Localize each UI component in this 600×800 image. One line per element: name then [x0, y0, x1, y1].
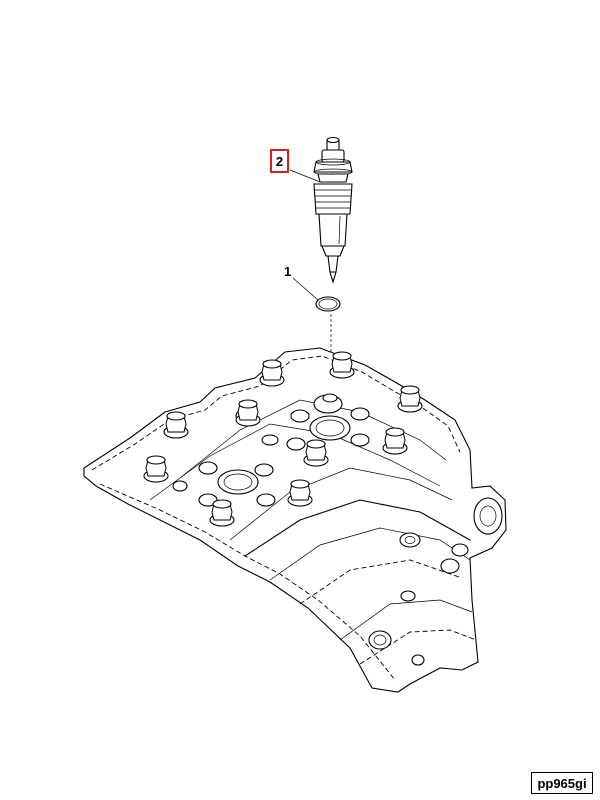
callout-2-leader [289, 169, 321, 183]
injector-bore [322, 393, 338, 403]
cylinder-head [83, 347, 507, 693]
head-bolt [397, 385, 423, 413]
figure-id-label: pp965gi [531, 772, 593, 794]
head-bolt [382, 427, 408, 455]
head-bolt [303, 439, 329, 467]
callout-1-label: 1 [284, 264, 292, 279]
head-bolt [235, 399, 261, 427]
callout-2-label: 2 [270, 149, 289, 173]
head-bolt [209, 499, 235, 527]
head-bolt [259, 359, 285, 387]
head-bolt [287, 479, 313, 507]
callout-1-leader [292, 277, 319, 301]
seal-ring [315, 296, 341, 312]
head-bolt [143, 455, 169, 483]
head-bolt [329, 351, 355, 379]
head-bolt [163, 411, 189, 439]
fuel-injector [313, 136, 353, 284]
